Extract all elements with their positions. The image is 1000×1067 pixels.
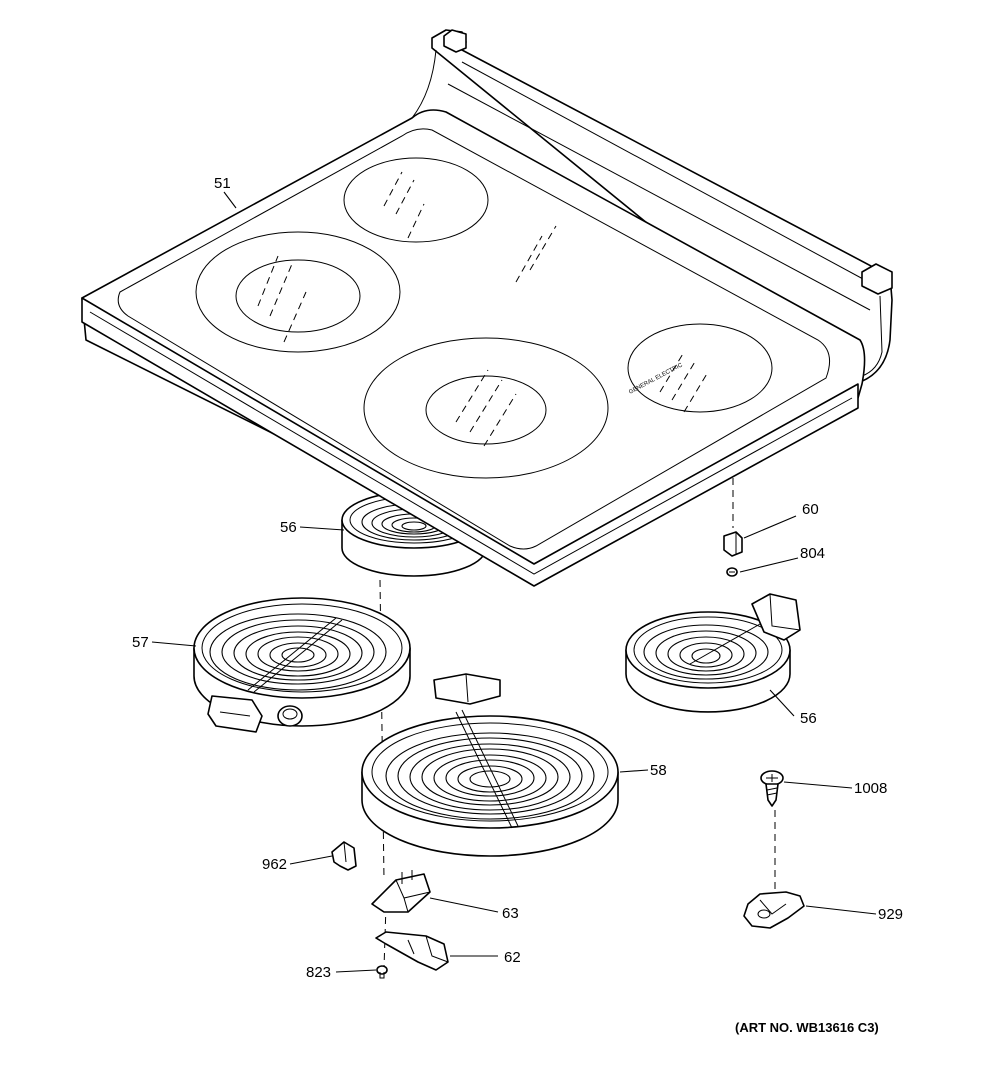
label-63: 63 <box>502 905 519 922</box>
label-804: 804 <box>800 545 825 562</box>
label-962: 962 <box>262 856 287 873</box>
cooktop-glass: GENERAL ELECTRIC <box>81 29 893 587</box>
label-51: 51 <box>214 175 231 192</box>
label-60: 60 <box>802 501 819 518</box>
clip-929 <box>743 891 805 929</box>
label-58: 58 <box>650 762 667 779</box>
label-823: 823 <box>306 964 331 981</box>
bracket-63 <box>371 870 431 913</box>
art-number: (ART NO. WB13616 C3) <box>735 1020 879 1035</box>
surface-element-small-right <box>625 593 801 713</box>
bracket-60 <box>723 531 743 557</box>
clip-962 <box>331 841 357 871</box>
part-labels: 51 56 57 60 804 56 58 1008 962 63 929 62… <box>132 175 903 1035</box>
bracket-62 <box>375 931 449 971</box>
label-929: 929 <box>878 906 903 923</box>
label-56-top: 56 <box>280 519 297 536</box>
screw-823 <box>376 965 388 979</box>
surface-element-large <box>361 673 619 857</box>
label-62: 62 <box>504 949 521 966</box>
screw-804 <box>726 567 738 577</box>
leader-lines <box>151 191 877 973</box>
label-57: 57 <box>132 634 149 651</box>
surface-element-left <box>193 597 411 733</box>
label-56-right: 56 <box>800 710 817 727</box>
label-1008: 1008 <box>854 780 887 797</box>
screw-1008 <box>760 770 784 807</box>
glass-reflection-marks <box>257 171 709 447</box>
